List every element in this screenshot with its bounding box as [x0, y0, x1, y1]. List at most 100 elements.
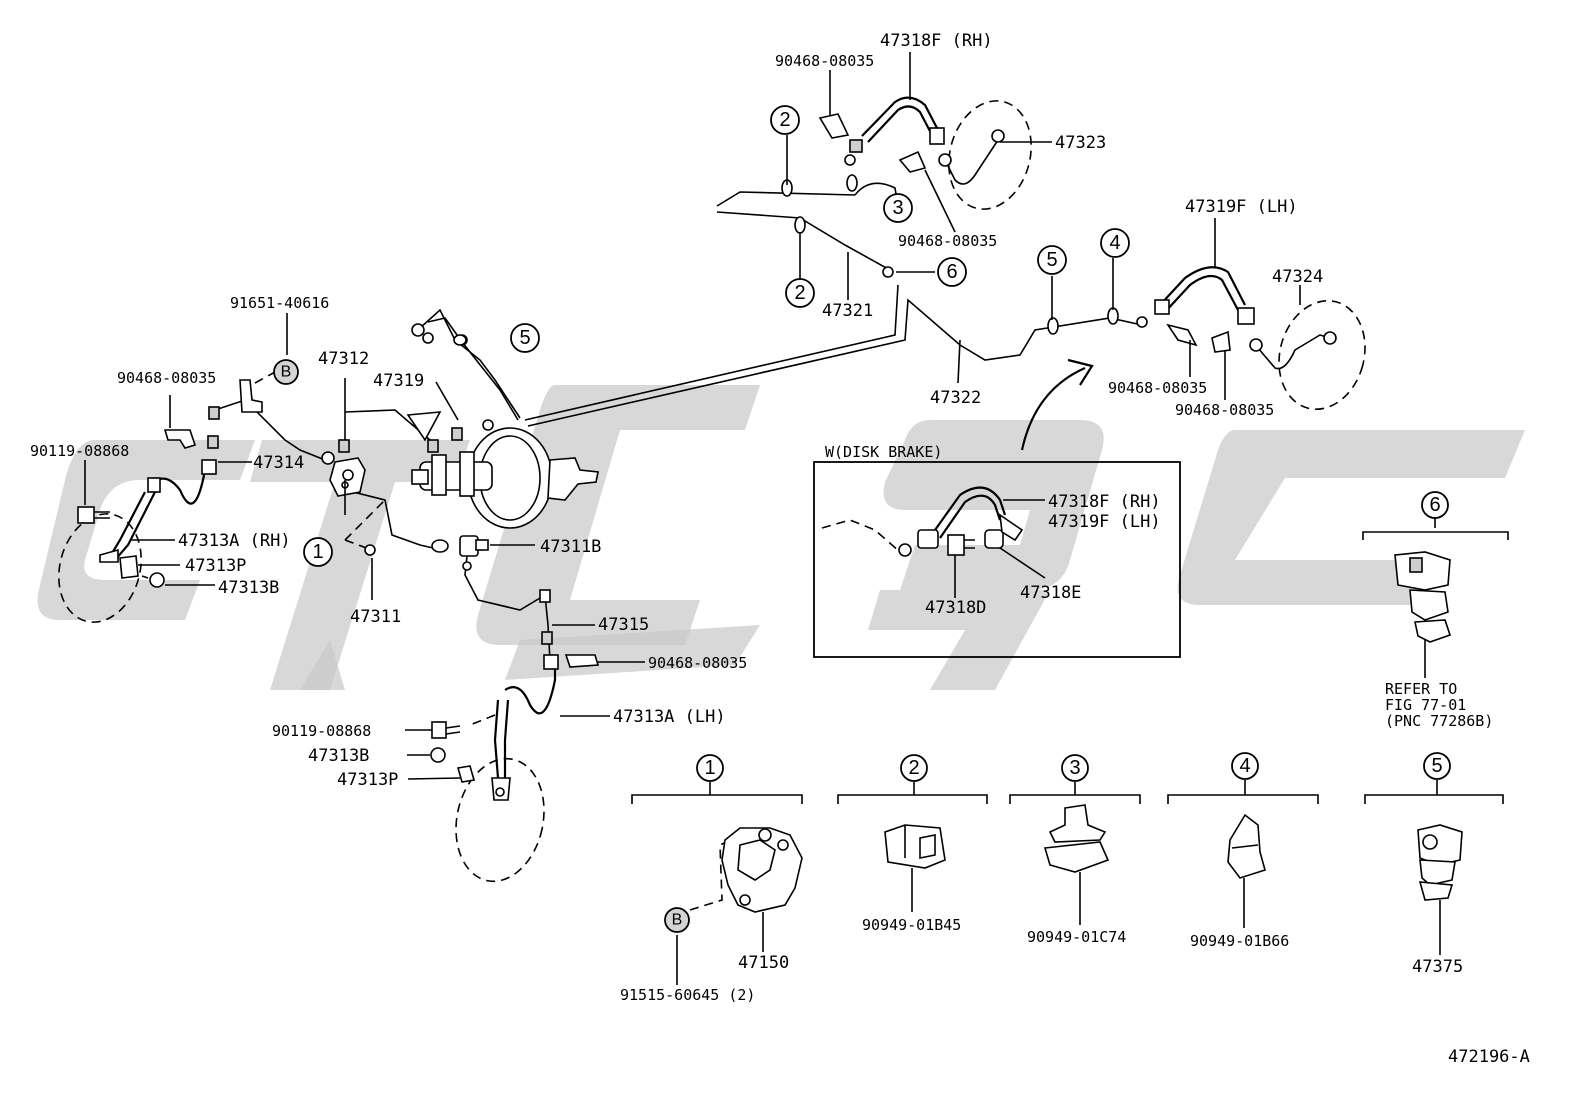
svg-text:4: 4: [1239, 755, 1250, 777]
brake-lines: [107, 96, 1331, 779]
label-90119-08868: 90119-08868: [272, 722, 371, 740]
fitting-nut: [451, 427, 463, 441]
label-47319: 47319: [373, 371, 424, 391]
figure-id: 472196-A: [1448, 1047, 1530, 1067]
hose-fitting: [929, 127, 945, 145]
callout-4-detail: 4: [1231, 752, 1259, 780]
clip-90468-b: [898, 150, 927, 173]
label-47321: 47321: [822, 301, 873, 321]
leader-lines: [84, 52, 1509, 985]
hose-fitting: [201, 459, 217, 475]
hose-fitting: [1154, 299, 1170, 315]
label-47313B: 47313B: [218, 578, 279, 598]
callout-4-line: 4: [1100, 228, 1130, 258]
callout-B-front: B: [273, 359, 299, 385]
label-90468-08035: 90468-08035: [648, 654, 747, 672]
callout-3-detail: 3: [1061, 754, 1089, 782]
part-labels: 47318F (RH) 90468-08035 47323 90468-0803…: [30, 31, 1530, 1067]
fitting-nut: [364, 544, 376, 556]
callout-5-detail: 5: [1423, 752, 1451, 780]
clip-90468-d: [1211, 330, 1231, 353]
label-47324: 47324: [1272, 267, 1323, 287]
label-47322: 47322: [930, 388, 981, 408]
clip-marker: [1107, 307, 1119, 325]
bracket-hole: [495, 787, 505, 797]
proportioning-valve: [329, 457, 366, 497]
svg-text:6: 6: [1429, 494, 1440, 516]
part-6-clip: [1394, 551, 1452, 643]
svg-text:B: B: [672, 912, 683, 929]
label-47313P: 47313P: [337, 770, 398, 790]
bracket: [239, 379, 263, 413]
svg-text:3: 3: [892, 197, 903, 219]
fitting-nut: [991, 129, 1005, 143]
clip-marker: [846, 174, 858, 192]
svg-text:B: B: [281, 364, 292, 381]
fitting-nut: [207, 435, 219, 449]
callout-1-detail: 1: [696, 754, 724, 782]
fitting-nut: [321, 451, 335, 465]
callout-3: 3: [883, 193, 913, 223]
clip-marker: [794, 216, 806, 234]
label-90949-01C74: 90949-01C74: [1027, 928, 1126, 946]
label-47319F-lh-box: 47319F (LH): [1048, 512, 1161, 532]
part-47150: [721, 827, 803, 913]
label-90949-01B66: 90949-01B66: [1190, 932, 1289, 950]
fitting-nut: [411, 323, 425, 337]
label-47313B: 47313B: [308, 746, 369, 766]
fitting-nut: [1323, 331, 1337, 345]
label-91651-40616: 91651-40616: [230, 294, 329, 312]
bolt-90119-b: [431, 721, 461, 739]
hose-fitting: [1237, 307, 1255, 325]
svg-text:2: 2: [794, 282, 805, 304]
svg-text:5: 5: [1431, 755, 1442, 777]
svg-text:2: 2: [908, 757, 919, 779]
label-47313P: 47313P: [185, 556, 246, 576]
fitting-nut: [844, 154, 856, 166]
svg-text:5: 5: [1046, 249, 1057, 271]
svg-text:5: 5: [519, 327, 530, 349]
clip-47313P: [119, 555, 139, 579]
tee-connector: [475, 539, 489, 551]
label-90468-08035: 90468-08035: [1175, 401, 1274, 419]
fitting-nut: [338, 439, 350, 453]
fitting-nut: [431, 539, 449, 553]
label-91515-60645: 91515-60645 (2): [620, 986, 755, 1004]
callout-2-lower: 2: [785, 278, 815, 308]
disk-brake-title: W(DISK BRAKE): [825, 443, 942, 461]
callout-2-upper: 2: [770, 105, 800, 135]
label-47150: 47150: [738, 953, 789, 973]
label-90949-01B45: 90949-01B45: [862, 916, 961, 934]
label-90119-08868: 90119-08868: [30, 442, 129, 460]
label-47318F-rh: 47318F (RH): [880, 31, 993, 51]
fitting-nut: [482, 419, 494, 431]
label-47318D: 47318D: [925, 598, 986, 618]
detail-parts: [721, 551, 1463, 913]
fitting-nut: [427, 439, 439, 453]
label-47314: 47314: [253, 453, 304, 473]
label-47318F-rh-box: 47318F (RH): [1048, 492, 1161, 512]
label-47312: 47312: [318, 349, 369, 369]
callout-5-front: 5: [510, 323, 540, 353]
label-90468-08035: 90468-08035: [775, 52, 874, 70]
label-90468-08035: 90468-08035: [117, 369, 216, 387]
fitting-nut: [541, 631, 553, 645]
fitting-nut: [1136, 316, 1148, 328]
fitting-nut: [462, 561, 472, 571]
callout-6-line: 6: [937, 257, 967, 287]
refer-note-line1: REFER TO: [1385, 680, 1457, 698]
label-47323: 47323: [1055, 133, 1106, 153]
hose-fitting: [147, 477, 161, 493]
label-47311: 47311: [350, 607, 401, 627]
label-90468-08035: 90468-08035: [898, 232, 997, 250]
callout-1-front: 1: [303, 537, 333, 567]
svg-text:1: 1: [312, 541, 323, 563]
svg-text:4: 4: [1109, 232, 1120, 254]
clip-90468: [163, 429, 197, 449]
label-47313A-rh: 47313A (RH): [178, 531, 291, 551]
bolt-90119-a: [77, 506, 110, 524]
clip-marker: [453, 334, 467, 346]
label-47319F-lh: 47319F (LH): [1185, 197, 1298, 217]
dashed-ellipses: [58, 100, 1366, 911]
fitting-nut: [1249, 338, 1263, 352]
